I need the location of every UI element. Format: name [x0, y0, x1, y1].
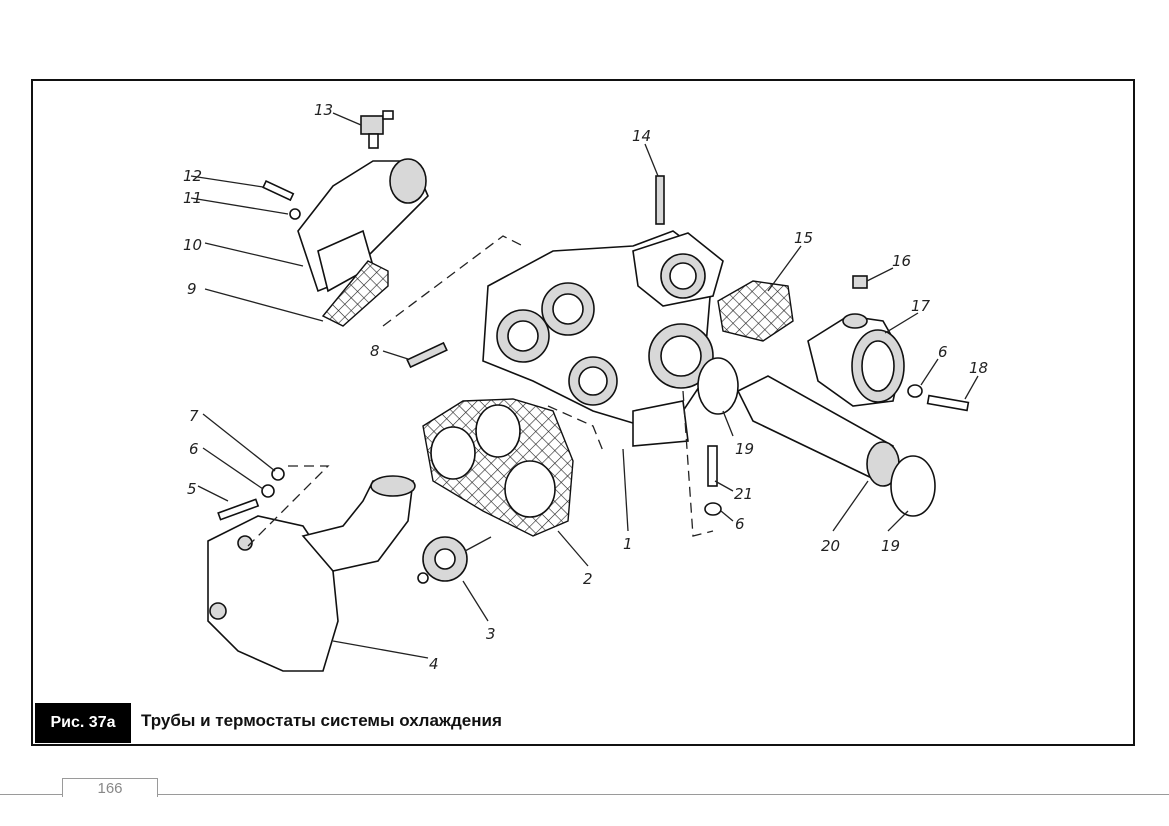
callout-label: 9 — [187, 280, 197, 298]
callout-label: 15 — [794, 229, 813, 247]
footer-rule — [0, 794, 1169, 795]
thermostat-housing-part — [207, 475, 416, 672]
bolt-12-part — [262, 179, 295, 202]
thermostat-part — [417, 536, 492, 584]
washer-6-part — [261, 484, 275, 498]
callout-label: 20 — [821, 537, 840, 555]
washer-6b-part — [704, 502, 722, 516]
callout-label: 21 — [734, 485, 753, 503]
gasket-2-part — [422, 398, 574, 537]
plug-16-part — [852, 275, 868, 289]
page-number: 166 — [62, 778, 158, 797]
ring-19b-part — [890, 455, 936, 517]
callout-label: 10 — [183, 236, 202, 254]
branch-17-part — [807, 313, 905, 407]
callout-labels: 1 2 3 4 5 6 7 8 9 10 11 12 13 14 15 16 1… — [183, 101, 988, 673]
callout-label: 2 — [583, 570, 593, 588]
callout-label: 14 — [632, 127, 651, 145]
callout-label: 8 — [370, 342, 380, 360]
washer-11-part — [289, 208, 301, 220]
gasket-15-part — [717, 280, 794, 342]
callout-label: 16 — [892, 252, 911, 270]
bolt-21-part — [707, 445, 718, 487]
stud-14-part — [655, 175, 665, 225]
callout-label: 6 — [735, 515, 745, 533]
callout-label: 7 — [189, 407, 199, 425]
callout-label: 6 — [189, 440, 199, 458]
figure-caption: Трубы и термостаты системы охлаждения — [141, 711, 502, 730]
elbow-pipe-part — [297, 158, 429, 327]
alignment-line — [682, 390, 714, 537]
bolt-5-part — [217, 498, 260, 521]
callout-label: 5 — [187, 480, 197, 498]
callout-label: 19 — [881, 537, 900, 555]
callout-label: 4 — [429, 655, 439, 673]
callout-label: 3 — [486, 625, 496, 643]
callout-label: 18 — [969, 359, 988, 377]
alignment-line — [247, 465, 330, 547]
ring-19a-part — [697, 357, 739, 415]
main-housing-part — [482, 230, 724, 447]
washer-6c-part — [907, 384, 923, 398]
figure-number-badge: Рис. 37а — [35, 703, 131, 743]
callout-label: 12 — [183, 167, 202, 185]
bolt-18-part — [926, 394, 970, 412]
alignment-line — [382, 235, 524, 327]
callout-label: 19 — [735, 440, 754, 458]
alignment-line — [547, 405, 604, 452]
leader-lines — [190, 112, 979, 659]
callout-label: 11 — [183, 189, 202, 207]
fitting-13-part — [360, 110, 394, 149]
callout-label: 17 — [911, 297, 931, 315]
figure-frame: 1 2 3 4 5 6 7 8 9 10 11 12 13 14 15 16 1… — [31, 79, 1135, 746]
callout-label: 1 — [623, 535, 633, 553]
stud-8-part — [406, 341, 448, 369]
callout-label: 13 — [314, 101, 333, 119]
pipe-20-part — [697, 357, 936, 517]
exploded-parts-drawing: 1 2 3 4 5 6 7 8 9 10 11 12 13 14 15 16 1… — [183, 101, 988, 673]
callout-label: 6 — [938, 343, 948, 361]
